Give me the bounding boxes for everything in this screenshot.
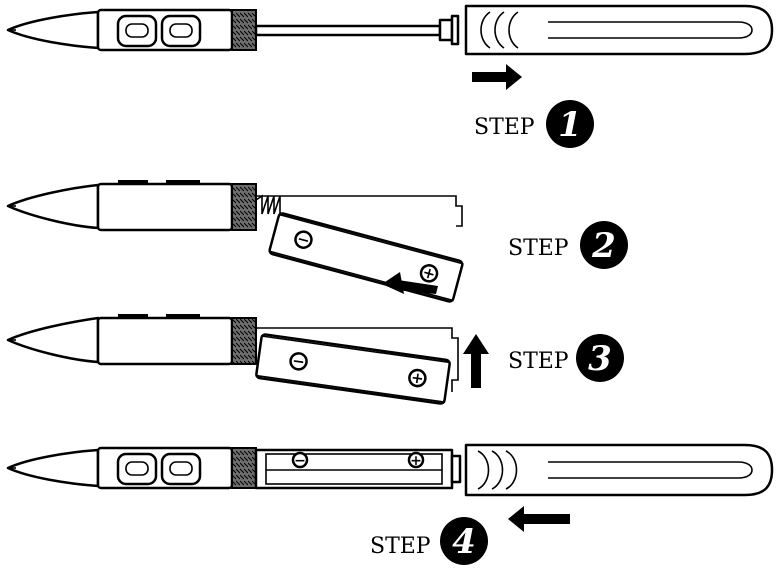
pen-tip [6,10,100,50]
step-2-number: 2 [591,226,616,266]
pen-body [96,316,234,366]
step-3-badge [576,334,624,382]
pen-button-2 [160,452,202,486]
step-1-label: STEP [474,115,535,140]
battery-positive-terminal [408,368,427,388]
battery-spring [255,194,281,215]
step-4-number: 4 [452,522,476,562]
pen-tip [6,448,100,488]
battery-positive-terminal [407,451,425,469]
pen-cap [464,443,774,497]
step-3-label: STEP [508,349,569,374]
battery-positive-sign: + [421,263,438,284]
pen-button-2 [160,14,202,48]
pen-tip [6,183,100,230]
battery-negative-sign: − [295,229,312,250]
battery-positive-sign: + [410,368,425,388]
pen-thread [231,447,257,489]
step-2-badge [580,221,628,269]
pen-thread [231,317,257,365]
pen-button-1 [116,14,158,48]
step-4-indicator: STEP 4 [370,517,488,565]
step-3-arrow [463,334,489,388]
step-3-indicator: STEP 3 [508,334,624,382]
step-2-indicator: STEP 2 [508,221,628,269]
step-1-indicator: STEP 1 [474,100,594,148]
step-3-number: 3 [588,339,612,379]
battery-negative-terminal [291,451,309,469]
battery-negative-terminal [294,230,313,249]
battery-rod [254,24,442,37]
step-2-label: STEP [508,236,569,261]
step-1-number: 1 [558,105,582,145]
battery-positive-terminal [419,264,439,283]
battery-negative-sign: − [294,453,306,469]
pen-step-3: − + [6,314,459,405]
step-4-arrow [508,506,570,532]
pen-cap [464,4,774,56]
pen-body [96,182,234,232]
step-2-arrow [382,272,438,294]
step-4-label: STEP [370,534,431,559]
pen-step-1 [6,4,774,56]
step-4-badge [440,517,488,565]
pen-thread [231,183,257,231]
battery-positive-sign: + [410,453,422,469]
battery-negative-terminal [289,352,308,371]
pen-thread [231,9,257,51]
battery-negative-sign: − [291,352,306,372]
pen-step-4: − + [6,443,774,497]
step-1-arrow [472,64,522,90]
pen-tip [6,316,100,364]
pen-step-2: − + [6,180,464,303]
pen-button-1 [116,452,158,486]
step-1-badge [546,100,594,148]
